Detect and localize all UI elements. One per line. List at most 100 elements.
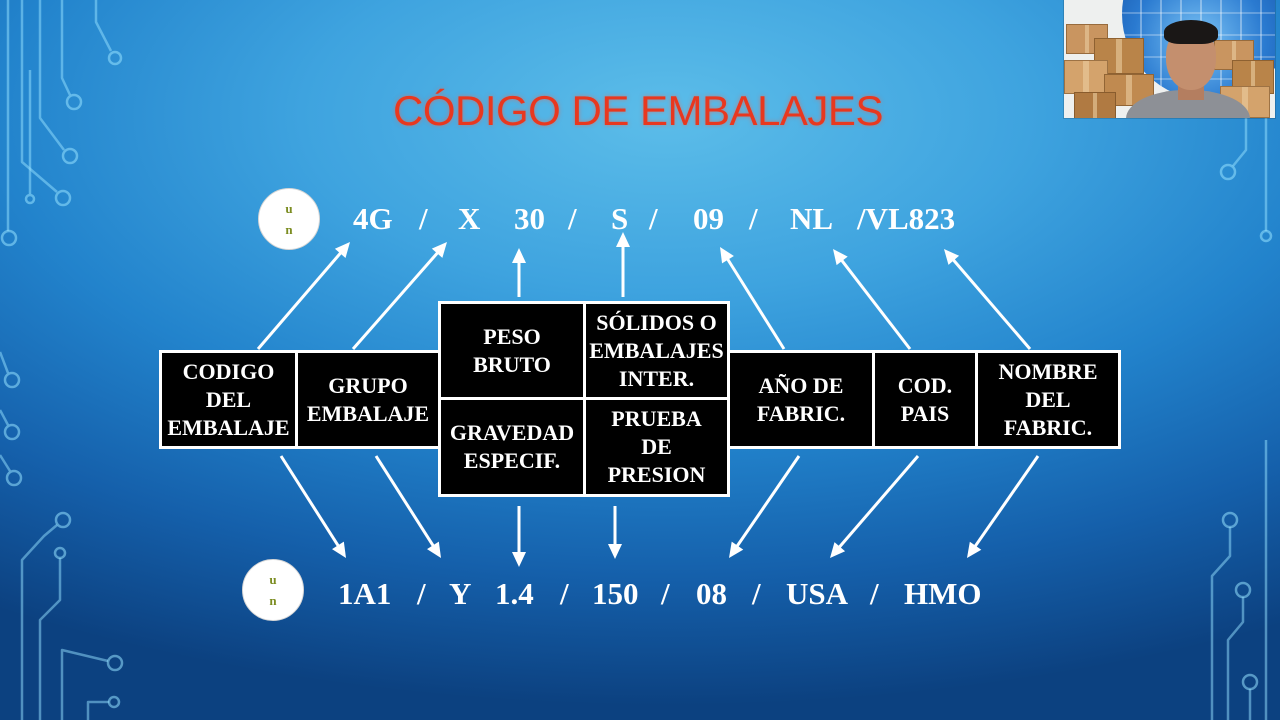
circuit-node: [5, 469, 23, 487]
circuit-node: [1221, 511, 1239, 529]
circuit-line: [38, 558, 62, 720]
circuit-node: [3, 371, 21, 389]
circuit-node: [1219, 163, 1237, 181]
field-box-grupo-embalaje: GRUPO EMBALAJE: [295, 350, 441, 449]
code-separator: /: [568, 201, 577, 236]
circuit-line: [1226, 597, 1245, 720]
code-part-year: 09: [693, 201, 724, 236]
un-symbol-letter: n: [269, 593, 277, 608]
un-symbol-letter: u: [269, 572, 277, 587]
code-separator: /: [417, 576, 426, 611]
cardboard-box: [1074, 92, 1116, 118]
arrowhead: [332, 541, 346, 558]
arrowhead: [830, 542, 846, 558]
circuit-line: [1210, 527, 1232, 720]
code-separator: /: [870, 576, 879, 611]
circuit-line: [38, 0, 65, 151]
circuit-line: [1232, 118, 1248, 167]
field-label: NOMBRE DEL FABRIC.: [998, 358, 1098, 440]
code-part-test-pressure: 150: [592, 576, 639, 611]
code-part-solids: S: [611, 201, 629, 236]
code-part-manufacturer: HMO: [904, 576, 982, 611]
code-part-country: NL: [790, 201, 834, 236]
webcam-overlay: [1064, 0, 1275, 118]
code-example-bottom: 1A1 / Y 1.4 / 150 / 08 / USA / HMO: [0, 578, 1280, 610]
circuit-line: [94, 0, 113, 52]
arrowhead: [512, 248, 526, 263]
code-part-packing-group: Y: [449, 576, 472, 611]
circuit-node: [54, 189, 72, 207]
arrow-codigo-embalaje-to-bottom-code: [279, 455, 341, 548]
field-box-gravedad-especif: GRAVEDAD ESPECIF.: [438, 397, 586, 497]
circuit-node: [107, 50, 123, 66]
code-separator: /: [649, 201, 658, 236]
arrow-anio-fabric-to-top-code: [725, 257, 786, 350]
circuit-line: [20, 524, 58, 720]
presenter-hair: [1164, 20, 1218, 44]
arrowhead: [512, 552, 526, 567]
code-part-packaging-code: 4G: [353, 201, 393, 236]
code-separator: /: [419, 201, 428, 236]
field-label: GRAVEDAD ESPECIF.: [449, 420, 575, 473]
circuit-line: [60, 648, 109, 720]
code-part-manufacturer: /VL823: [857, 201, 956, 236]
field-box-anio-fabric: AÑO DE FABRIC.: [727, 350, 875, 449]
arrowhead: [334, 242, 350, 258]
un-symbol: u n: [258, 188, 320, 250]
slide-title: CÓDIGO DE EMBALAJES: [393, 87, 883, 134]
field-box-nombre-fabric: NOMBRE DEL FABRIC.: [975, 350, 1121, 449]
field-label: COD. PAIS: [897, 372, 953, 426]
code-part-gross-mass: 30: [514, 201, 545, 236]
code-separator: /: [752, 576, 761, 611]
circuit-line: [0, 351, 10, 374]
webcam-presenter: [1064, 0, 1275, 118]
arrowhead: [833, 249, 848, 266]
code-separator: /: [749, 201, 758, 236]
arrowhead: [729, 541, 744, 558]
circuit-node: [1241, 673, 1259, 691]
circuit-node: [54, 511, 72, 529]
circuit-line: [20, 0, 58, 193]
code-part-year: 08: [696, 576, 727, 611]
code-separator: /: [560, 576, 569, 611]
arrowhead: [608, 544, 622, 559]
field-label: PESO BRUTO: [473, 323, 551, 377]
circuit-node: [0, 229, 18, 247]
arrow-codigo-embalaje-to-top-code: [256, 250, 343, 350]
circuit-line: [0, 409, 10, 426]
circuit-node: [3, 423, 21, 441]
arrowhead: [967, 541, 982, 558]
field-box-solidos: SÓLIDOS O EMBALAJES INTER.: [583, 301, 730, 400]
code-part-specific-gravity: 1.4: [495, 576, 534, 611]
arrow-cod-pais-to-top-code: [839, 258, 912, 350]
arrowhead: [427, 541, 441, 558]
code-part-packaging-code: 1A1: [338, 576, 392, 611]
field-label: PRUEBA DE PRESION: [607, 406, 706, 487]
arrow-nombre-fabric-to-top-code: [951, 257, 1032, 350]
field-label: SÓLIDOS O EMBALAJES INTER.: [589, 309, 724, 391]
field-label: CODIGO DEL EMBALAJE: [167, 358, 290, 440]
arrow-grupo-embalaje-to-bottom-code: [374, 455, 436, 548]
code-separator: /: [661, 576, 670, 611]
circuit-node: [65, 93, 83, 111]
arrowhead: [944, 249, 960, 265]
circuit-node: [53, 546, 67, 560]
circuit-node: [1234, 581, 1252, 599]
arrow-anio-fabric-to-bottom-code: [735, 455, 801, 549]
arrowhead: [720, 247, 734, 264]
circuit-node: [24, 193, 36, 205]
arrowhead: [431, 242, 447, 258]
field-box-cod-pais: COD. PAIS: [872, 350, 978, 449]
circuit-node: [1259, 229, 1273, 243]
circuit-node: [107, 695, 121, 709]
code-part-packing-group: X: [458, 201, 481, 236]
field-box-prueba-presion: PRUEBA DE PRESION: [583, 397, 730, 497]
un-symbol-letter: u: [285, 201, 293, 216]
arrow-cod-pais-to-bottom-code: [837, 455, 920, 550]
field-box-peso-bruto: PESO BRUTO: [438, 301, 586, 400]
field-label: GRUPO EMBALAJE: [306, 372, 430, 426]
circuit-node: [106, 654, 124, 672]
